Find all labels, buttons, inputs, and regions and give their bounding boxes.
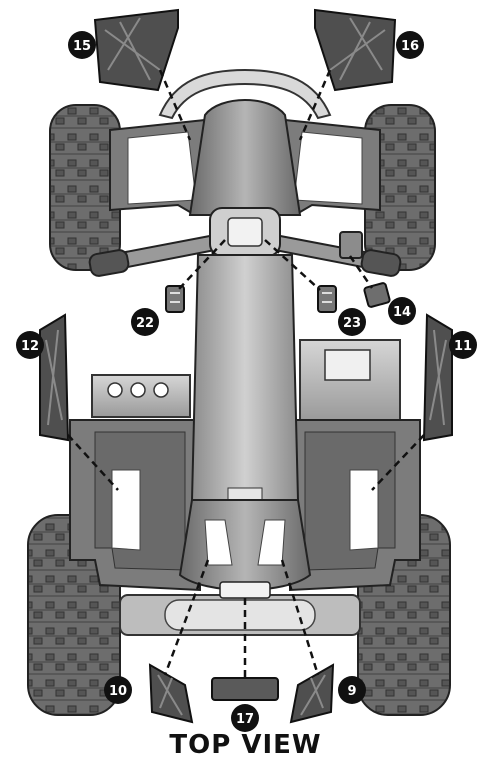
decal-17 <box>211 677 279 701</box>
decal-22 <box>165 285 185 313</box>
decal-16 <box>314 8 397 92</box>
leader-lines <box>67 69 425 678</box>
decal-10 <box>148 663 194 724</box>
front-hood <box>188 99 302 216</box>
svg-text:12: 12 <box>21 339 39 354</box>
decal-11 <box>422 313 453 442</box>
rear-tail <box>178 499 312 599</box>
rear-left-fender <box>69 419 201 592</box>
svg-text:9: 9 <box>347 684 356 699</box>
leader-10 <box>163 559 210 676</box>
leader-9 <box>280 559 320 676</box>
svg-text:10: 10 <box>109 684 127 699</box>
svg-text:16: 16 <box>401 39 419 54</box>
callout-17: 17 <box>231 704 259 732</box>
throttle-switch-box <box>339 231 363 259</box>
leader-12 <box>67 434 119 491</box>
front-left-fender <box>109 118 222 216</box>
decal-15 <box>93 8 179 92</box>
callout-15: 15 <box>68 31 96 59</box>
decal-23 <box>317 285 337 313</box>
callout-14: 14 <box>388 297 416 325</box>
leader-11 <box>371 434 425 491</box>
leader-15 <box>158 69 192 141</box>
leader-23 <box>264 239 321 291</box>
decal-12 <box>39 313 70 442</box>
rear-right-fender <box>289 419 421 592</box>
svg-text:23: 23 <box>343 316 361 331</box>
seat <box>190 254 300 501</box>
callout-9: 9 <box>338 676 366 704</box>
callout-11: 11 <box>449 331 477 359</box>
svg-text:17: 17 <box>236 712 254 727</box>
view-caption: TOP VIEW <box>169 730 322 760</box>
callout-22: 22 <box>131 308 159 336</box>
svg-text:15: 15 <box>73 39 91 54</box>
callout-23: 23 <box>338 308 366 336</box>
rear-right-rack <box>299 339 401 421</box>
svg-text:11: 11 <box>454 339 472 354</box>
decal-9 <box>289 663 335 724</box>
leader-16 <box>298 69 332 141</box>
callout-12: 12 <box>16 331 44 359</box>
rear-left-rack <box>91 374 191 418</box>
svg-text:14: 14 <box>393 305 411 320</box>
callout-16: 16 <box>396 31 424 59</box>
front-right-fender <box>268 118 381 216</box>
svg-text:22: 22 <box>136 316 154 331</box>
rear-axle-housing <box>119 594 361 636</box>
callout-10: 10 <box>104 676 132 704</box>
leader-14 <box>348 255 374 289</box>
front-bumper <box>158 68 332 120</box>
decal-14 <box>363 282 391 308</box>
